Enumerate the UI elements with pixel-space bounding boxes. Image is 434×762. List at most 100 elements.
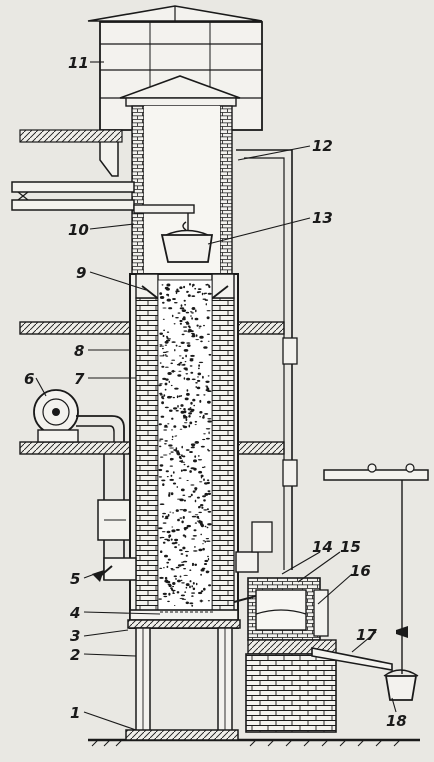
charge-speck: [199, 335, 204, 339]
charge-speck: [201, 466, 205, 469]
charge-speck: [183, 499, 186, 502]
charge-speck: [168, 380, 170, 383]
ground: [88, 738, 420, 747]
charge-speck: [195, 582, 198, 586]
charge-speck: [175, 435, 178, 437]
charge-speck: [174, 302, 178, 304]
charge-speck: [184, 397, 189, 401]
charge-speck: [170, 362, 173, 365]
charge-speck: [165, 515, 169, 519]
charge-speck: [159, 464, 164, 467]
charge-speck: [197, 372, 202, 376]
charge-speck: [175, 578, 177, 580]
charge-speck: [206, 386, 209, 389]
charge-speck: [186, 392, 190, 396]
charge-speck: [190, 401, 193, 405]
charge-speck: [180, 454, 183, 457]
charge-speck: [178, 395, 181, 398]
charge-speck: [187, 330, 191, 333]
charge-speck: [187, 408, 192, 411]
charge-speck: [178, 370, 182, 372]
charge-speck: [199, 325, 202, 328]
charge-speck: [167, 338, 172, 340]
charge-speck: [189, 358, 194, 360]
charge-speck: [189, 421, 193, 425]
charge-speck: [161, 531, 166, 533]
charge-speck: [200, 445, 205, 448]
charge-speck: [180, 341, 185, 344]
callout-10: 10: [68, 221, 89, 239]
charge-speck: [194, 563, 197, 566]
charge-speck: [192, 535, 197, 537]
charge-speck: [189, 330, 194, 333]
charge-speck: [197, 455, 200, 457]
charge-speck: [158, 476, 163, 478]
charge-speck: [199, 411, 203, 414]
charge-speck: [207, 523, 212, 526]
charge-speck: [187, 294, 191, 297]
callout-17: 17: [356, 626, 377, 644]
charge-speck: [184, 361, 187, 363]
charge-speck: [166, 476, 169, 478]
charge-speck: [189, 411, 194, 413]
callout-15: 15: [340, 538, 361, 556]
charge-speck: [207, 390, 212, 392]
charge-speck: [205, 303, 207, 306]
charging-bucket: [160, 229, 214, 263]
charge-speck: [183, 299, 186, 302]
charge-speck: [164, 424, 168, 427]
charge-speck: [168, 283, 170, 286]
charge-speck: [206, 508, 209, 511]
charge-speck: [179, 509, 184, 511]
charge-speck: [159, 394, 163, 396]
charge-speck: [164, 576, 168, 580]
charge-speck: [175, 566, 180, 569]
charge-speck: [194, 522, 197, 524]
charge-speck: [185, 583, 190, 587]
charge-speck: [158, 527, 163, 530]
charge-speck: [200, 533, 202, 536]
charge-speck: [205, 538, 210, 540]
ladle-hoist: [323, 463, 429, 701]
charge-speck: [205, 428, 211, 430]
charge-speck: [163, 567, 165, 569]
charge-speck: [180, 594, 185, 597]
callout-3: 3: [70, 627, 80, 645]
charge-speck: [191, 515, 197, 518]
charge-speck: [179, 319, 183, 323]
charge-speck: [171, 341, 176, 343]
charge-speck: [199, 416, 201, 418]
charge-speck: [189, 407, 192, 409]
charge-speck: [183, 410, 187, 414]
exhaust-pipe: [236, 149, 298, 570]
charge-speck: [181, 563, 185, 566]
charge-speck: [172, 585, 175, 588]
charge-speck: [202, 375, 204, 379]
charge-speck: [190, 354, 195, 357]
charge-speck: [172, 298, 176, 300]
charge-speck: [161, 395, 164, 399]
charge-speck: [191, 445, 195, 447]
charge-speck: [175, 291, 178, 295]
charge-speck: [170, 568, 174, 570]
charge-speck: [188, 415, 191, 418]
charge-speck: [170, 474, 173, 477]
charge-speck: [172, 582, 176, 585]
charge-speck: [207, 555, 209, 558]
charge-speck: [197, 288, 202, 290]
charge-speck: [195, 334, 198, 337]
charge-speck: [174, 541, 178, 544]
charge-speck: [204, 299, 209, 301]
charge-speck: [175, 448, 178, 452]
charge-speck: [203, 394, 206, 396]
charge-speck: [177, 404, 179, 408]
charge-speck: [175, 344, 178, 347]
charge-speck: [164, 440, 168, 442]
charge-speck: [198, 364, 201, 367]
charge-speck: [166, 339, 171, 342]
charge-speck: [203, 499, 206, 502]
charge-speck: [203, 563, 208, 565]
charge-speck: [184, 528, 187, 531]
charge-speck: [208, 584, 212, 587]
charge-speck: [191, 562, 195, 566]
